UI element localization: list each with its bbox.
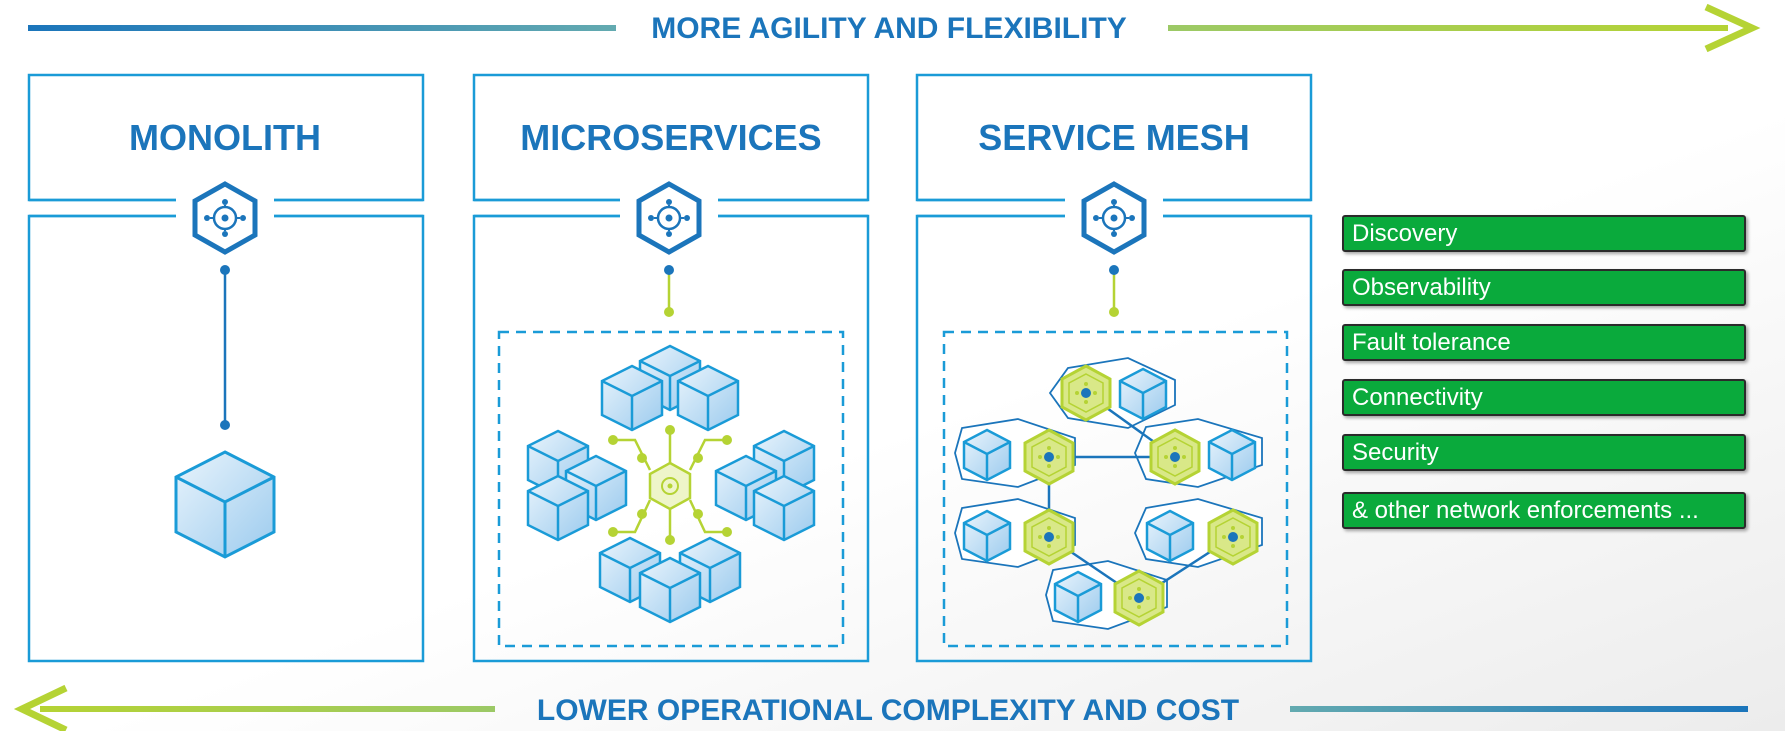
microservices-boundary: [497, 330, 845, 648]
microservices-connector: [664, 265, 674, 317]
panel-title-service-mesh: SERVICE MESH: [978, 117, 1249, 158]
service-mesh-boundary: [942, 330, 1289, 648]
bottom-banner-label: LOWER OPERATIONAL COMPLEXITY AND COST: [537, 694, 1239, 727]
monolith-connector: [220, 265, 230, 430]
feature-fault-tolerance: Fault tolerance: [1342, 324, 1746, 361]
bottom-arrow: [13, 684, 1748, 731]
microservice-cubes-left: [526, 429, 628, 542]
panel-title-microservices: MICROSERVICES: [520, 117, 821, 158]
top-arrow: [28, 3, 1761, 53]
microservices-hub-icon: [608, 425, 732, 545]
top-banner-label: MORE AGILITY AND FLEXIBILITY: [651, 12, 1127, 45]
feature-connectivity: Connectivity: [1342, 379, 1746, 416]
monolith-node-icon: [195, 184, 255, 252]
microservice-cubes-top: [600, 344, 740, 432]
service-mesh-node-icon: [1084, 184, 1144, 252]
feature-security: Security: [1342, 434, 1746, 471]
feature-other-network-enforcements: & other network enforcements ...: [1342, 492, 1746, 529]
microservice-cubes-bottom: [598, 536, 742, 624]
monolith-cube-icon: [174, 450, 276, 559]
feature-observability: Observability: [1342, 269, 1746, 306]
panel-title-monolith: MONOLITH: [129, 117, 321, 158]
microservice-cubes-right: [714, 429, 816, 542]
feature-discovery: Discovery: [1342, 215, 1746, 252]
service-mesh-connector: [1109, 265, 1119, 317]
microservices-node-icon: [639, 184, 699, 252]
